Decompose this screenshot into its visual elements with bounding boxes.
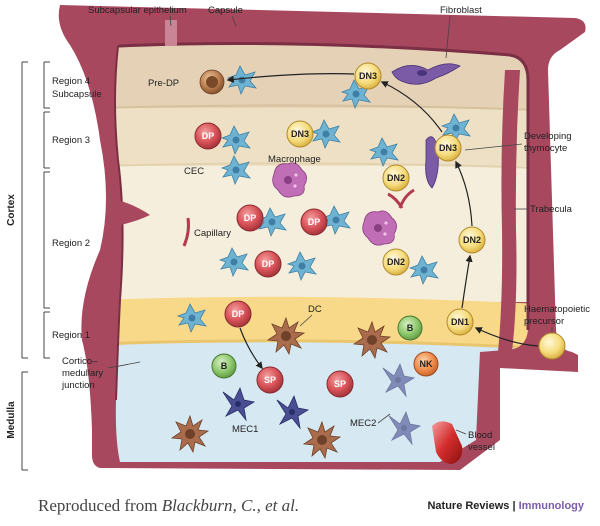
thymus-lobule [58,5,586,470]
cmj-label-3: junction [61,380,95,391]
svg-text:DP: DP [262,259,275,269]
cec-label: CEC [184,166,204,177]
dp-cell: DP [254,250,282,278]
capillary-vessel [182,217,190,247]
credit-publisher: Nature Reviews [427,500,510,512]
pre-dp-cell [199,69,225,95]
dp-cell: DP [300,208,328,236]
haematopoietic-label-1: Haematopoietic [524,304,590,315]
mec1-label: MEC1 [232,424,258,435]
cmj-label-2: medullary [62,368,103,379]
region1-label: Region 1 [52,330,90,341]
journal-credit: Nature Reviews | Immunology [427,500,584,512]
capsule-label: Capsule [208,5,243,16]
cmj-label-1: Cortico– [62,356,98,367]
dn3-cell: DN3 [434,134,462,162]
region4-sublabel: Subcapsule [52,89,102,100]
developing-thymocyte-label-1: Developing [524,131,572,142]
migration-arrows [226,73,539,370]
svg-text:SP: SP [264,375,276,385]
dp-cell: DP [236,204,264,232]
blood-vessel-label-1: Blood [468,430,492,441]
medulla-label: Medulla [6,401,17,439]
dn1-cell: DN1 [446,308,474,336]
developing-thymocyte-label-2: thymocyte [524,143,567,154]
svg-text:SP: SP [334,379,346,389]
caption-authors: Blackburn, C., et al. [161,496,300,515]
svg-text:DN2: DN2 [463,235,481,245]
capillary-label: Capillary [194,228,231,239]
macrophage-label: Macrophage [268,154,321,165]
svg-text:DN1: DN1 [451,317,469,327]
svg-text:DP: DP [308,217,321,227]
mec2-label: MEC2 [350,418,376,429]
svg-text:DP: DP [232,309,245,319]
region3-label: Region 3 [52,135,90,146]
svg-text:DP: DP [202,131,215,141]
cortex-label: Cortex [6,194,17,226]
source-caption: Reproduced from Blackburn, C., et al. [38,496,299,516]
thymus-diagram: Cortex Medulla Region 4 Subcapsule Regio… [6,5,590,471]
region-brackets [21,61,50,471]
blood-vessel [432,421,463,464]
dn2-cell: DN2 [458,226,486,254]
svg-text:DN3: DN3 [359,71,377,81]
svg-text:DP: DP [244,213,257,223]
b-cell: B [211,353,237,379]
credit-separator: | [509,500,519,512]
dn2-cell: DN2 [382,248,410,276]
haematopoietic-precursor-cell [538,332,566,360]
svg-text:B: B [407,323,414,333]
svg-text:NK: NK [420,359,433,369]
fibroblast-label: Fibroblast [440,5,482,16]
nk-cell: NK [413,351,439,377]
region2-label: Region 2 [52,238,90,249]
caption-prefix: Reproduced from [38,496,162,515]
dn3-cell: DN3 [354,62,382,90]
capillary-vessel-2 [387,188,415,209]
svg-text:B: B [221,361,228,371]
credit-journal: Immunology [518,500,584,512]
sp-cell: SP [326,370,354,398]
svg-text:DN2: DN2 [387,257,405,267]
sp-cell: SP [256,366,284,394]
svg-text:DN2: DN2 [387,173,405,183]
region4-label: Region 4 [52,76,90,87]
svg-text:DN3: DN3 [291,129,309,139]
svg-text:DN3: DN3 [439,143,457,153]
dp-cell: DP [224,300,252,328]
haematopoietic-label-2: precursor [524,316,564,327]
trabecula-label: Trabecula [530,204,573,215]
dp-cell: DP [194,122,222,150]
b-cell: B [397,315,423,341]
subcapsular-epithelium-label: Subcapsular epithelium [88,5,187,16]
dc-label: DC [308,304,322,315]
dn2-cell: DN2 [382,164,410,192]
pre-dp-label: Pre-DP [148,78,179,89]
trabecula-shape [498,70,520,352]
blood-vessel-label-2: vessel [468,442,495,453]
dn3-cell: DN3 [286,120,314,148]
